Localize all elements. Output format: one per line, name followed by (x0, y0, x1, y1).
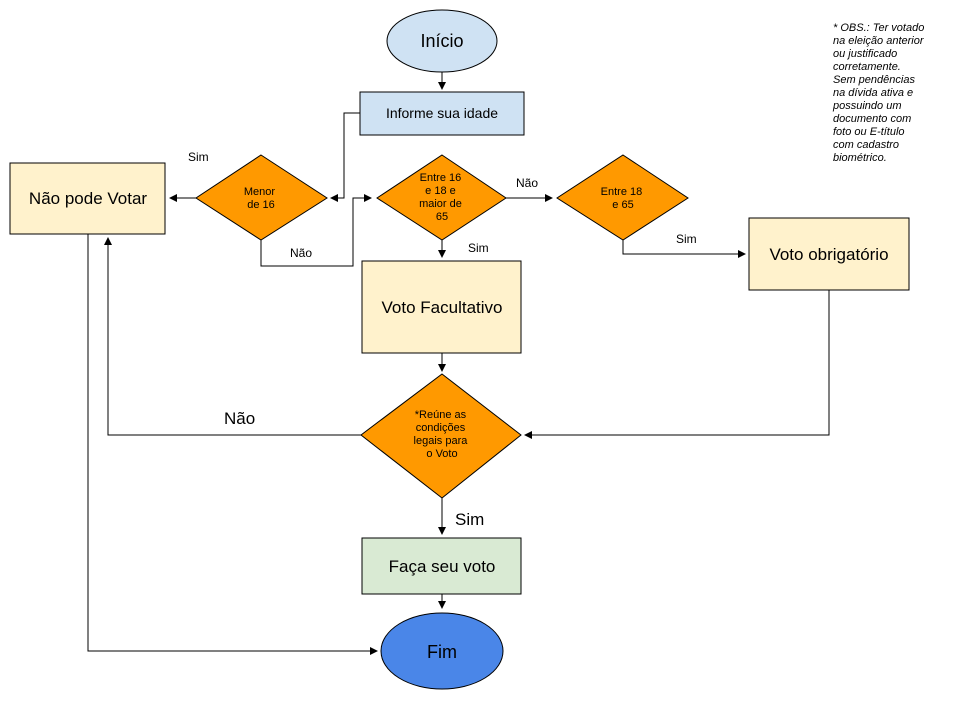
node-menor16-shape (195, 154, 328, 241)
node-nao-pode-votar-shape (9, 162, 166, 235)
node-entre16-line: maior de (419, 198, 462, 210)
obs-note-line: possuindo um (833, 100, 902, 112)
obs-note: * OBS.: Ter votado na eleição anterior o… (833, 22, 943, 165)
obs-note-line: na eleição anterior (833, 35, 924, 47)
obs-note-line: Sem pendências (833, 74, 915, 86)
edge-label-sim-entre18: Sim (676, 232, 697, 246)
node-voto-obrigatorio-label: Voto obrigatório (769, 245, 888, 264)
obs-note-line: ou justificado (833, 48, 898, 60)
node-nao-pode-votar-label: Não pode Votar (29, 189, 147, 208)
obs-note-line: na dívida ativa e (833, 87, 914, 99)
node-entre16-shape (376, 154, 507, 241)
edge-label-sim-menor16: Sim (188, 150, 209, 164)
node-entre18-line: Entre 18 (601, 186, 643, 198)
edge-entre18-obrigatorio-sim (622, 240, 746, 258)
edge-label-sim-reune: Sim (455, 510, 484, 529)
obs-note-line: biométrico. (833, 152, 887, 164)
edge-label-nao-entre16: Não (516, 176, 538, 190)
node-reune-shape (360, 373, 522, 499)
node-voto-facultativo-shape (361, 260, 522, 354)
edge-obrigatorio-reune (524, 290, 830, 439)
node-entre16-line: Entre 16 (420, 172, 462, 184)
obs-note-line: corretamente. (833, 61, 901, 73)
node-entre16-line: e 18 e (425, 185, 456, 197)
node-entre18-line: e 65 (612, 199, 633, 211)
obs-note-line: foto ou E-título (833, 126, 905, 138)
node-faca-seu-voto-shape (361, 537, 522, 595)
node-entre16-line: 65 (436, 211, 448, 223)
node-reune-line: o Voto (426, 448, 457, 460)
node-fim-shape (380, 612, 504, 690)
node-voto-facultativo-label: Voto Facultativo (382, 298, 503, 317)
node-inicio-shape (386, 9, 498, 73)
obs-note-line: * OBS.: Ter votado (833, 22, 925, 34)
node-informe-shape (359, 91, 525, 136)
edge-informe-menor16 (330, 112, 360, 202)
node-inicio-label: Início (420, 31, 463, 51)
connectors (87, 72, 830, 655)
node-entre18-label: Entre 18 e 65 (601, 186, 646, 211)
obs-note-line: documento com (833, 113, 912, 125)
node-menor16-label: Menor de 16 (244, 186, 278, 211)
node-entre16-label: Entre 16 e 18 e maior de 65 (419, 172, 465, 223)
node-entre18-shape (556, 154, 689, 241)
edge-label-nao-reune: Não (224, 409, 255, 428)
node-menor16-line: de 16 (247, 199, 275, 211)
edge-label-sim-entre16: Sim (468, 241, 489, 255)
edge-reune-naopode-nao (104, 237, 361, 436)
obs-note-line: com cadastro (833, 139, 900, 151)
node-reune-label: *Reúne as condições legais para o Voto (414, 409, 471, 460)
node-reune-line: legais para (414, 435, 469, 447)
node-reune-line: condições (416, 422, 466, 434)
node-faca-seu-voto-label: Faça seu voto (389, 557, 496, 576)
edge-menor16-entre16-nao (260, 194, 372, 267)
node-informe-label: Informe sua idade (386, 105, 498, 121)
edge-label-nao-menor16: Não (290, 246, 312, 260)
node-voto-obrigatorio-shape (748, 217, 910, 291)
node-menor16-line: Menor (244, 186, 276, 198)
node-fim-label: Fim (427, 642, 457, 662)
node-reune-line: *Reúne as (415, 409, 467, 421)
edge-naopode-fim (87, 234, 378, 655)
